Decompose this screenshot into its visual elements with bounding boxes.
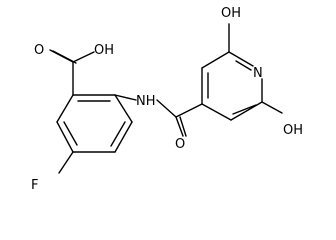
bond: [114, 121, 133, 153]
double-bond-inner: [232, 104, 257, 115]
double-bond-inner: [63, 121, 78, 146]
double-bond-inner: [110, 121, 126, 147]
double-bond: [179, 116, 187, 137]
amide-group: [114, 94, 203, 137]
bond: [230, 101, 263, 121]
bond: [261, 101, 283, 114]
bond: [56, 94, 74, 123]
double-bond: [52, 50, 77, 64]
oh-top-label: OH: [221, 6, 241, 21]
amide-nh-label: NH: [136, 94, 156, 109]
bond: [58, 151, 74, 174]
amide-o-label: O: [175, 137, 185, 152]
bond: [228, 51, 254, 67]
structure-diagram: O OH F NH O N OH OH: [31, 6, 303, 193]
bond: [114, 94, 137, 101]
pyridine-ring: [201, 51, 263, 121]
carboxyl-oh-label: OH: [94, 43, 114, 58]
bond: [201, 103, 232, 121]
benzene-ring: [56, 94, 133, 153]
oh-bottom-label: OH: [283, 123, 303, 138]
bond: [201, 51, 230, 69]
double-bond-inner: [235, 60, 252, 71]
bond: [114, 94, 133, 123]
carboxyl-o-label: O: [34, 43, 44, 58]
fluorine-label: F: [31, 178, 38, 193]
bond: [175, 116, 184, 137]
bond: [156, 99, 177, 118]
bond: [72, 51, 95, 63]
carboxyl-group: [49, 49, 95, 96]
bond: [56, 121, 74, 153]
ring-n-label: N: [253, 66, 263, 81]
bond: [175, 103, 203, 118]
